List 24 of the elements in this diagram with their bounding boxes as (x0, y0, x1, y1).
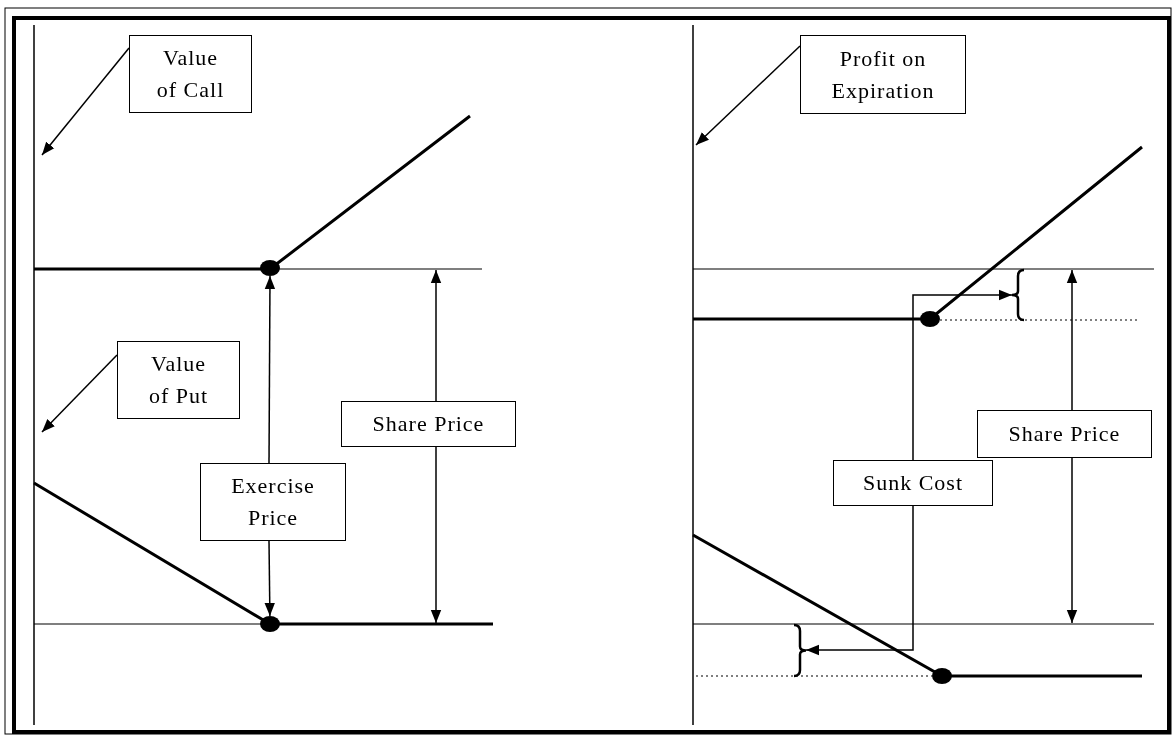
kink-dot (260, 260, 280, 276)
leader-arrow (41, 47, 130, 156)
leader-arrow (1066, 457, 1078, 624)
arrow (264, 540, 275, 617)
kink-dot (920, 311, 940, 327)
leader-arrow (430, 446, 442, 624)
leader-arrow (695, 45, 801, 146)
label-box: Value of Put (117, 341, 240, 419)
label-box: Sunk Cost (833, 460, 993, 506)
kink-dot (260, 616, 280, 632)
label-box: Value of Call (129, 35, 252, 113)
label-box: Profit on Expiration (800, 35, 966, 114)
label-box: Exercise Price (200, 463, 346, 541)
label-box: Share Price (977, 410, 1152, 458)
arrow (912, 289, 1013, 461)
kink-dot (932, 668, 952, 684)
arrow (264, 275, 276, 464)
label-box: Share Price (341, 401, 516, 447)
leader-arrow (430, 269, 442, 402)
curly-brace (793, 623, 808, 678)
leader-arrow (41, 354, 118, 433)
arrow (805, 505, 914, 656)
curly-brace (1010, 268, 1025, 322)
leader-arrow (1066, 269, 1078, 411)
